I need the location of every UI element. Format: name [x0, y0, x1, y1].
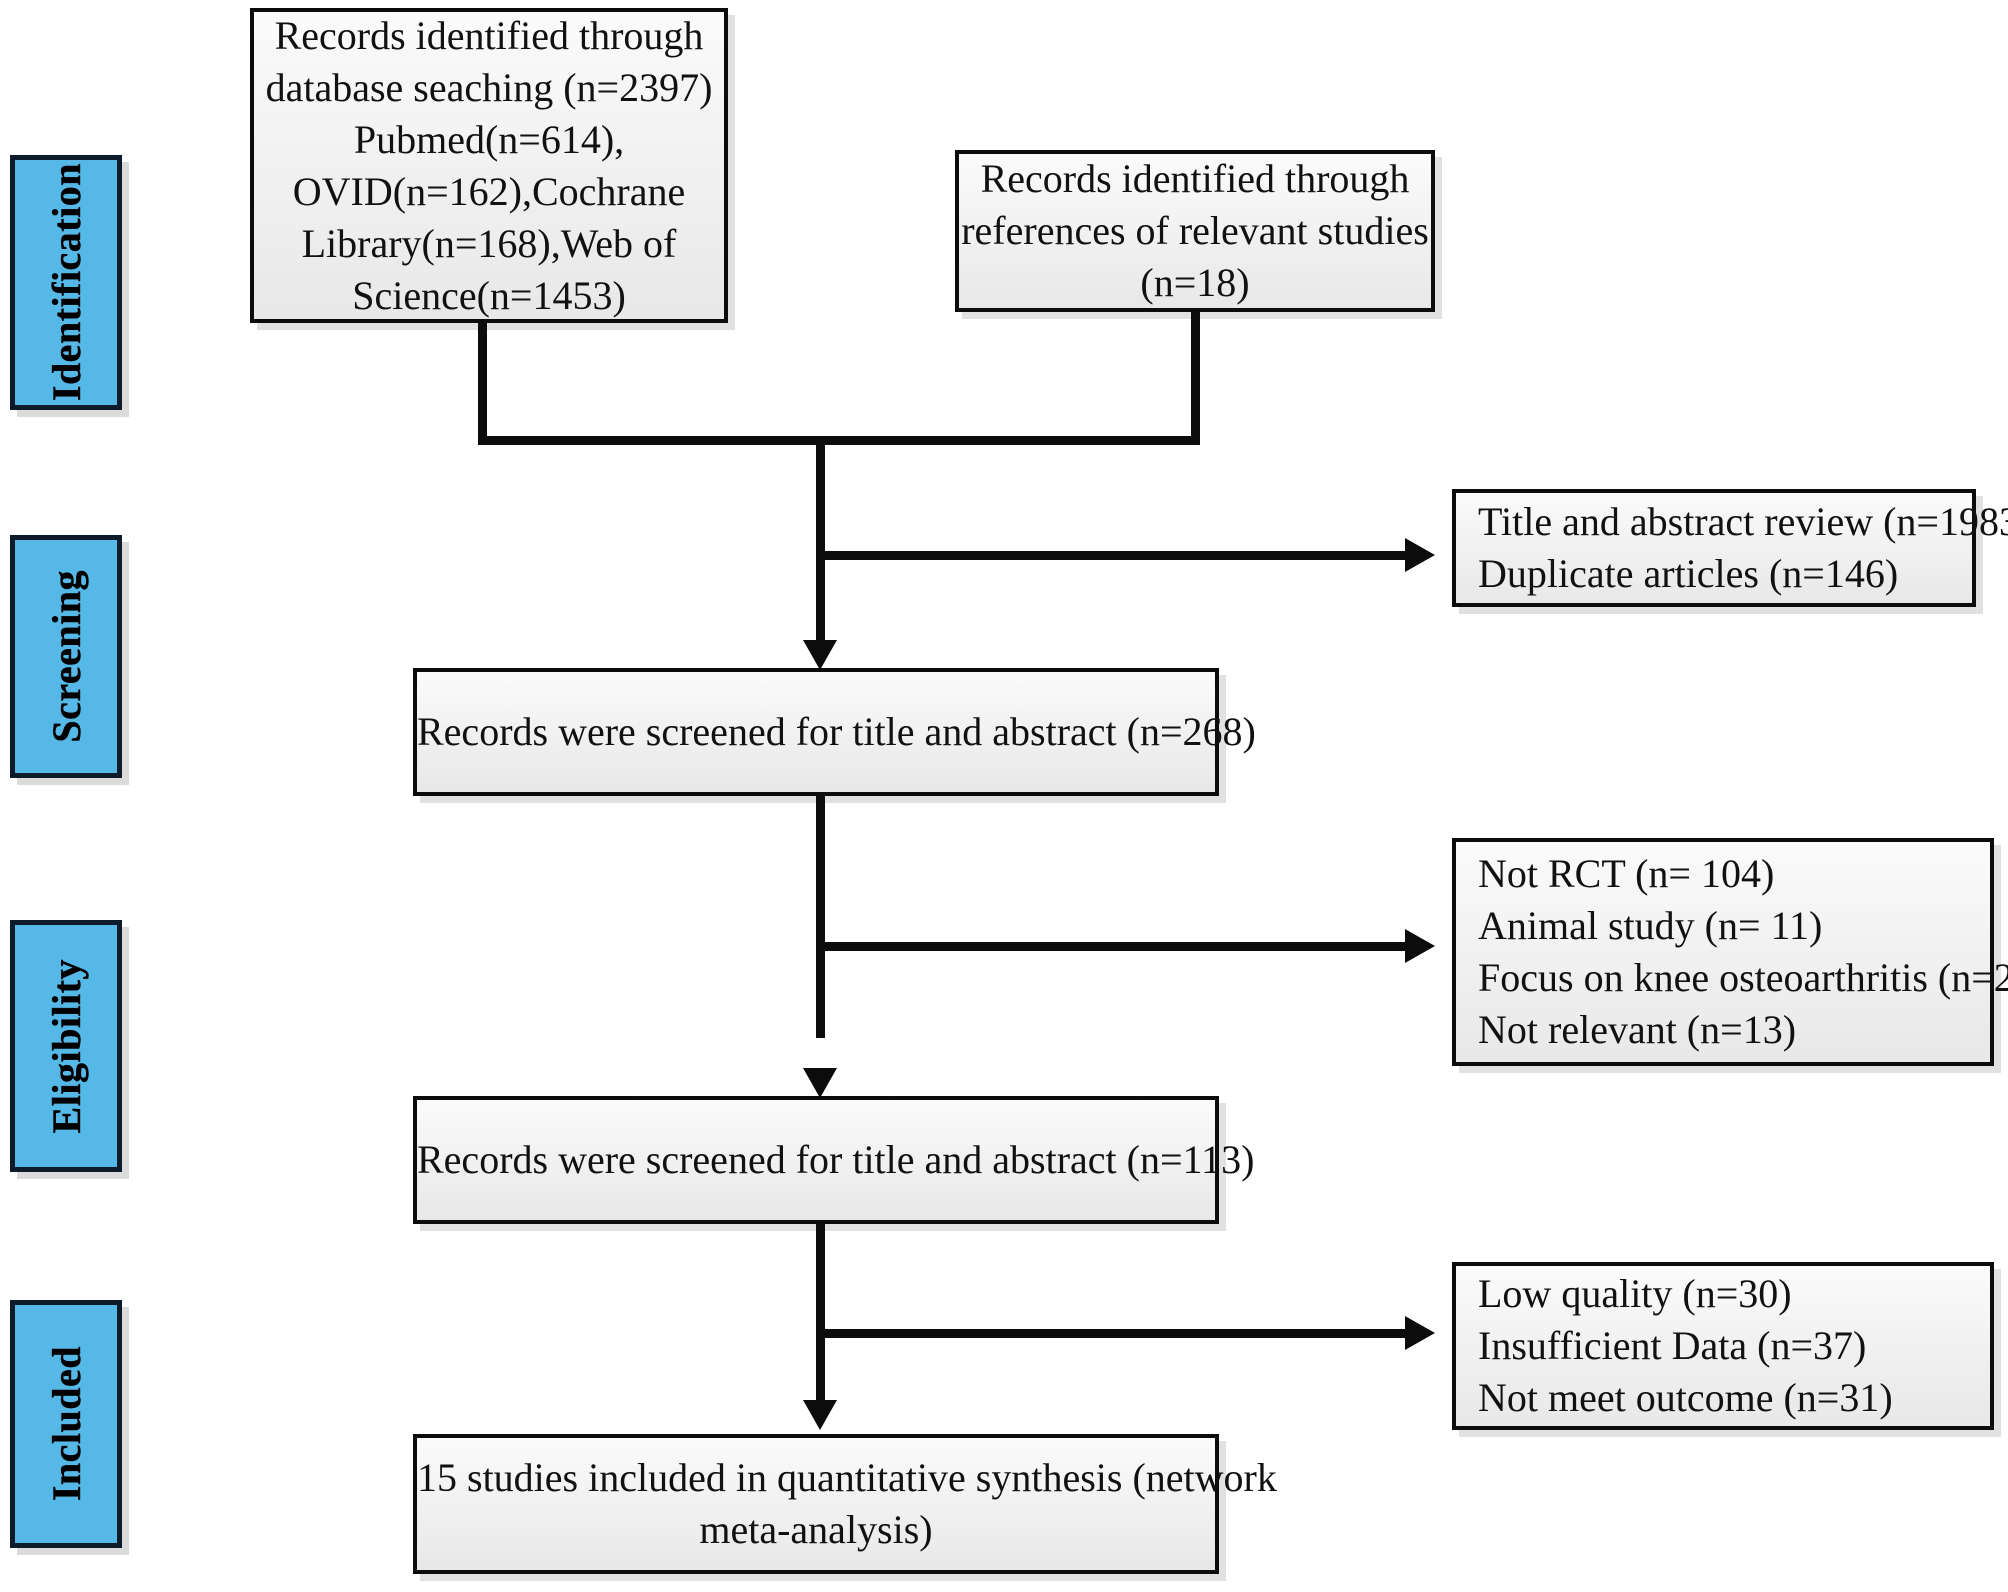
screened-113-line-1: Records were screened for title and abst…: [417, 1137, 1255, 1182]
arrow-to-title-abstract-excluded: [1405, 538, 1435, 572]
stage-screening: Screening: [10, 535, 122, 778]
connector-ref-stub: [1191, 312, 1200, 443]
connector-branch-title-abstract: [820, 551, 1408, 560]
box-screened-268: Records were screened for title and abst…: [413, 668, 1256, 796]
database-search-line-6: Library(n=168),Web of: [301, 220, 677, 266]
arrow-to-eligibility-excluded: [1405, 929, 1435, 963]
box-screened-113: Records were screened for title and abst…: [413, 1096, 1255, 1224]
connector-trunk-3: [816, 1224, 825, 1404]
database-search-line-2: database seaching (n=2397): [265, 64, 713, 110]
box-reference-search: Records identified through references of…: [955, 150, 1435, 312]
eligibility-excluded-line-2: Animal study (n= 11): [1478, 903, 1823, 948]
arrow-to-included-final: [803, 1400, 837, 1430]
stage-identification: Identification: [10, 155, 122, 410]
eligibility-excluded-line-4: Not relevant (n=13): [1478, 1007, 1797, 1052]
box-title-abstract-excluded: Title and abstract review (n=1983) Dupli…: [1452, 489, 2008, 607]
box-quality-excluded: Low quality (n=30) Insufficient Data (n=…: [1452, 1262, 1994, 1430]
stage-included: Included: [10, 1300, 122, 1548]
connector-branch-eligibility: [820, 942, 1408, 951]
stage-eligibility: Eligibility: [10, 920, 122, 1172]
reference-search-line-3: (n=18): [1140, 260, 1250, 305]
arrow-to-quality-excluded: [1405, 1316, 1435, 1350]
database-search-line-5: OVID(n=162),Cochrane: [292, 168, 686, 214]
connector-db-stub: [478, 323, 487, 443]
reference-search-line-2: references of relevant studies: [961, 208, 1429, 253]
title-abstract-excluded-line-1: Title and abstract review (n=1983): [1478, 499, 2008, 544]
connector-merge-bar: [478, 436, 1200, 445]
box-database-search: Records identified through database seac…: [250, 8, 728, 323]
screened-268-line-1: Records were screened for title and abst…: [417, 709, 1256, 754]
eligibility-excluded-line-3: Focus on knee osteoarthritis (n=27): [1478, 955, 2008, 1000]
stage-identification-label: Identification: [43, 163, 89, 402]
box-eligibility-excluded: Not RCT (n= 104) Animal study (n= 11) Fo…: [1452, 838, 2008, 1066]
connector-trunk-1: [816, 436, 825, 646]
reference-search-line-1: Records identified through: [980, 156, 1410, 201]
arrow-to-screened-113: [803, 1068, 837, 1098]
title-abstract-excluded-line-2: Duplicate articles (n=146): [1478, 551, 1899, 596]
connector-trunk-2: [816, 796, 825, 1038]
stage-eligibility-label: Eligibility: [43, 958, 89, 1134]
database-search-line-7: Science(n=1453): [352, 272, 626, 318]
stage-included-label: Included: [43, 1346, 89, 1502]
eligibility-excluded-line-1: Not RCT (n= 104): [1478, 851, 1775, 896]
connector-branch-quality: [820, 1329, 1408, 1338]
quality-excluded-line-1: Low quality (n=30): [1478, 1271, 1792, 1316]
database-search-line-4: Pubmed(n=614),: [353, 116, 625, 162]
included-final-line-2: meta-analysis): [699, 1507, 933, 1552]
quality-excluded-line-2: Insufficient Data (n=37): [1478, 1323, 1867, 1368]
arrow-to-screened-268: [803, 640, 837, 670]
quality-excluded-line-3: Not meet outcome (n=31): [1478, 1375, 1893, 1420]
database-search-line-1: Records identified through: [274, 12, 704, 58]
box-included-final: 15 studies included in quantitative synt…: [413, 1434, 1277, 1574]
stage-screening-label: Screening: [43, 570, 89, 743]
included-final-line-1: 15 studies included in quantitative synt…: [417, 1455, 1277, 1500]
